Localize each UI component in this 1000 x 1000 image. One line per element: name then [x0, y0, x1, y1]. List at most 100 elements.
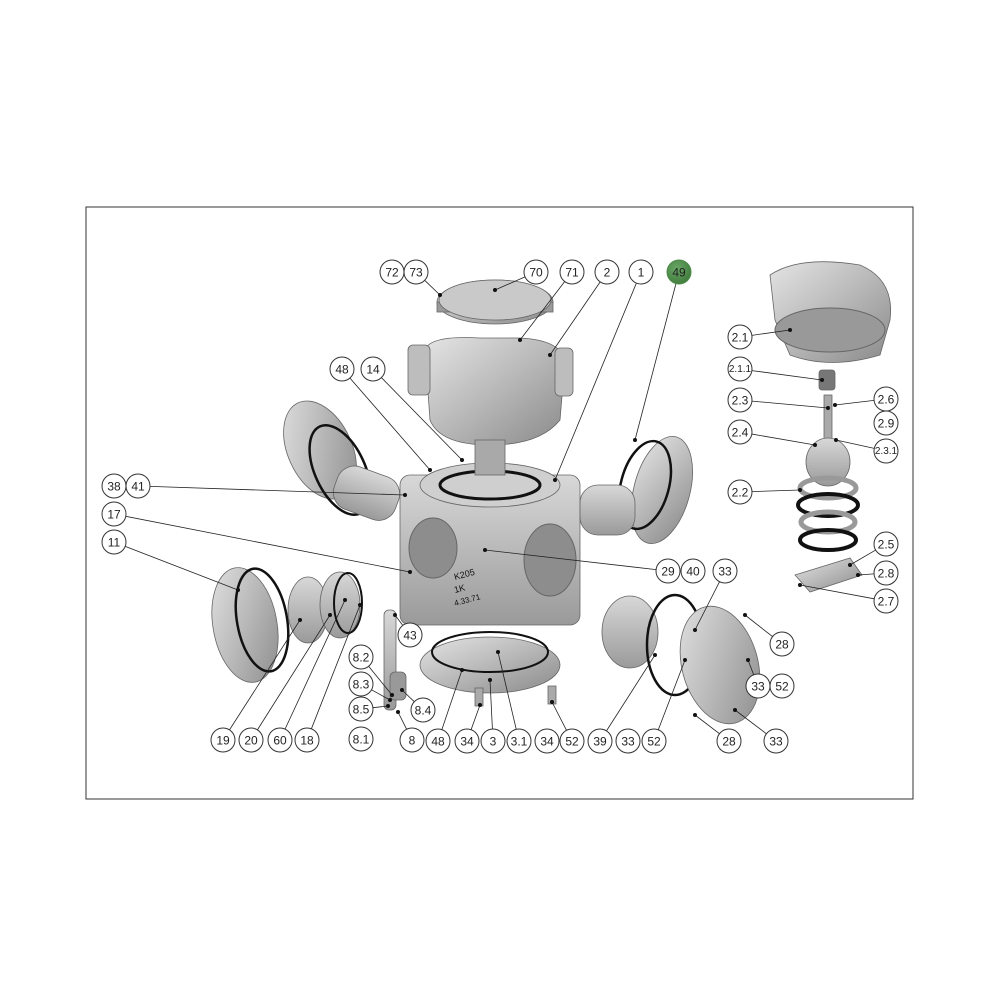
- callout-2.8[interactable]: 2.8: [873, 560, 899, 586]
- callout-49[interactable]: 49: [666, 259, 692, 285]
- callout-label: 52: [565, 735, 579, 749]
- leader-line-1: [554, 282, 637, 481]
- leader-line-52: [657, 659, 686, 730]
- leader-line-2.3.1: [835, 439, 875, 449]
- callout-52[interactable]: 52: [559, 728, 585, 754]
- callout-label: 2.3: [732, 394, 749, 408]
- callout-2.1.1[interactable]: 2.1.1: [727, 356, 753, 382]
- callout-72[interactable]: 72: [379, 259, 405, 285]
- callout-2.1[interactable]: 2.1: [727, 324, 753, 350]
- callout-label: 48: [335, 363, 349, 377]
- callout-circle: [594, 259, 620, 285]
- leader-line-2.1: [751, 329, 791, 336]
- callout-2.4[interactable]: 2.4: [727, 419, 753, 445]
- callout-73[interactable]: 73: [403, 259, 429, 285]
- callout-circle: [587, 728, 613, 754]
- callout-43[interactable]: 43: [397, 622, 423, 648]
- callout-29[interactable]: 29: [655, 558, 681, 584]
- callout-8.2[interactable]: 8.2: [348, 644, 374, 670]
- callout-label: 2.1.1: [729, 364, 752, 375]
- callout-19[interactable]: 19: [210, 727, 236, 753]
- callout-52[interactable]: 52: [769, 673, 795, 699]
- callout-33[interactable]: 33: [745, 673, 771, 699]
- leader-arrowhead: [343, 598, 347, 602]
- callout-circle: [873, 588, 899, 614]
- callout-8.3[interactable]: 8.3: [348, 671, 374, 697]
- callout-8.4[interactable]: 8.4: [410, 697, 436, 723]
- callout-40[interactable]: 40: [680, 558, 706, 584]
- callout-circle: [666, 259, 692, 285]
- callout-label: 33: [769, 735, 783, 749]
- leader-arrowhead: [358, 603, 362, 607]
- leader-line-2.3: [751, 400, 829, 409]
- callout-2.9[interactable]: 2.9: [873, 410, 899, 436]
- callout-3[interactable]: 3: [480, 728, 506, 754]
- callout-label: 2.5: [878, 538, 895, 552]
- leader-line-20: [257, 614, 331, 731]
- callout-label: 14: [366, 363, 380, 377]
- callout-33[interactable]: 33: [763, 728, 789, 754]
- leader-arrowhead: [460, 668, 464, 672]
- callout-48[interactable]: 48: [329, 356, 355, 382]
- callout-label: 70: [529, 266, 543, 280]
- callout-18[interactable]: 18: [294, 727, 320, 753]
- callout-52[interactable]: 52: [641, 728, 667, 754]
- callout-2.3[interactable]: 2.3: [727, 387, 753, 413]
- callout-circle: [267, 727, 293, 753]
- callout-2.7[interactable]: 2.7: [873, 588, 899, 614]
- callout-33[interactable]: 33: [615, 728, 641, 754]
- callout-circle: [769, 631, 795, 657]
- callout-8[interactable]: 8: [399, 727, 425, 753]
- callout-39[interactable]: 39: [587, 728, 613, 754]
- callout-60[interactable]: 60: [267, 727, 293, 753]
- callout-circle: [712, 558, 738, 584]
- leader-arrowhead: [833, 403, 837, 407]
- callout-14[interactable]: 14: [360, 356, 386, 382]
- callout-circle: [615, 728, 641, 754]
- callout-label: 3.1: [511, 735, 528, 749]
- callout-circle: [329, 356, 355, 382]
- callout-20[interactable]: 20: [238, 727, 264, 753]
- callout-label: 17: [107, 508, 121, 522]
- callout-34[interactable]: 34: [454, 728, 480, 754]
- callout-label: 71: [565, 266, 579, 280]
- callout-8.5[interactable]: 8.5: [348, 696, 374, 722]
- callout-28[interactable]: 28: [716, 728, 742, 754]
- leader-arrowhead: [746, 658, 750, 662]
- callout-33[interactable]: 33: [712, 558, 738, 584]
- leader-arrowhead: [518, 338, 522, 342]
- callout-2.6[interactable]: 2.6: [873, 386, 899, 412]
- leader-arrowhead: [396, 710, 400, 714]
- leader-line-48: [349, 377, 431, 471]
- callout-label: 2.2: [732, 486, 749, 500]
- callout-70[interactable]: 70: [523, 259, 549, 285]
- callout-2.5[interactable]: 2.5: [873, 531, 899, 557]
- diagram-frame: [85, 206, 914, 800]
- leader-arrowhead: [820, 378, 824, 382]
- callout-17[interactable]: 17: [101, 501, 127, 527]
- leader-arrowhead: [408, 570, 412, 574]
- callout-3.1[interactable]: 3.1: [506, 728, 532, 754]
- flange-2.5: [794, 557, 863, 593]
- callout-8.1[interactable]: 8.1: [348, 726, 374, 752]
- callout-circle: [873, 531, 899, 557]
- callout-48[interactable]: 48: [425, 728, 451, 754]
- callout-label: 2.7: [878, 595, 895, 609]
- leader-arrowhead: [496, 650, 500, 654]
- callout-71[interactable]: 71: [559, 259, 585, 285]
- callout-28[interactable]: 28: [769, 631, 795, 657]
- callout-label: 34: [460, 735, 474, 749]
- callout-11[interactable]: 11: [101, 529, 127, 555]
- callout-2.2[interactable]: 2.2: [727, 479, 753, 505]
- callout-1[interactable]: 1: [628, 259, 654, 285]
- callout-41[interactable]: 41: [125, 473, 151, 499]
- leader-line-34: [470, 704, 481, 730]
- leader-line-8.2: [368, 666, 393, 696]
- callout-2.3.1[interactable]: 2.3.1: [873, 438, 899, 464]
- callout-label: 19: [216, 734, 230, 748]
- leader-line-8.3: [371, 689, 391, 701]
- callout-circle: [397, 622, 423, 648]
- callout-34[interactable]: 34: [534, 728, 560, 754]
- callout-38[interactable]: 38: [101, 473, 127, 499]
- callout-2[interactable]: 2: [594, 259, 620, 285]
